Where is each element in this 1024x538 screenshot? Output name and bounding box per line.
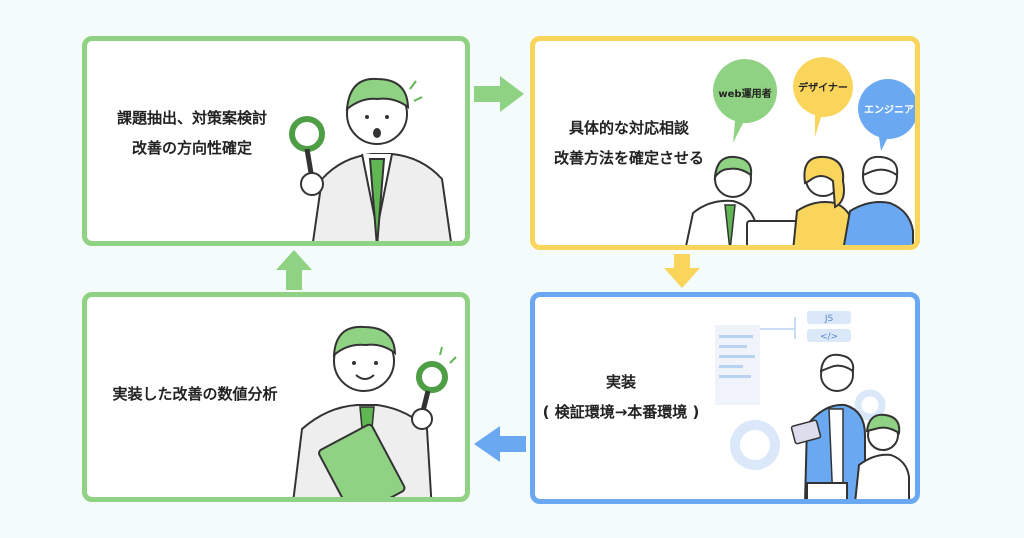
role-bubbles: web運用者 デザイナー エンジニア: [713, 57, 915, 151]
arrow-right-icon: [474, 76, 524, 112]
bubble-designer: デザイナー: [798, 81, 848, 94]
team-meeting-illustration: [685, 155, 914, 245]
gear-icon: [854, 389, 886, 421]
js-tag: JS: [824, 314, 834, 324]
step-text-consultation: 具体的な対応相談 改善方法を確定させる: [541, 113, 717, 173]
step-panel-analysis: 課題抽出、対策案検討 改善の方向性確定: [82, 36, 470, 246]
developer-illustration: JS </>: [715, 311, 910, 499]
man-with-clipboard-illustration: [292, 325, 457, 497]
step-panel-analysis-results: 実装した改善の数値分析: [82, 292, 470, 502]
step-line: 改善方法を確定させる: [553, 149, 704, 167]
gear-icon: [730, 420, 780, 470]
arrow-up-icon: [276, 250, 312, 290]
arrow-left-icon: [474, 426, 526, 462]
step-panel-implementation: 実装 ( 検証環境→本番環境 ) JS </>: [530, 292, 920, 504]
step-panel-consultation: 具体的な対応相談 改善方法を確定させる web運用者 デザイナー エンジニア: [530, 36, 920, 250]
arrow-down-icon: [664, 254, 700, 288]
bubble-web-operator: web運用者: [718, 87, 771, 100]
man-with-magnifier-illustration: [289, 77, 452, 241]
step-line: 具体的な対応相談: [568, 119, 689, 137]
step-text-analysis: 課題抽出、対策案検討 改善の方向性確定: [97, 103, 287, 163]
step-text-implementation: 実装 ( 検証環境→本番環境 ): [541, 367, 701, 427]
bubble-engineer: エンジニア: [864, 104, 914, 116]
step-line: 課題抽出、対策案検討: [116, 109, 267, 127]
step-line: ( 検証環境→本番環境 ): [542, 403, 700, 421]
code-tag: </>: [820, 332, 838, 342]
step-line: 実装した改善の数値分析: [112, 385, 278, 403]
step-line: 実装: [605, 373, 636, 391]
step-text-analysis-results: 実装した改善の数値分析: [95, 379, 295, 409]
step-line: 改善の方向性確定: [131, 139, 252, 157]
